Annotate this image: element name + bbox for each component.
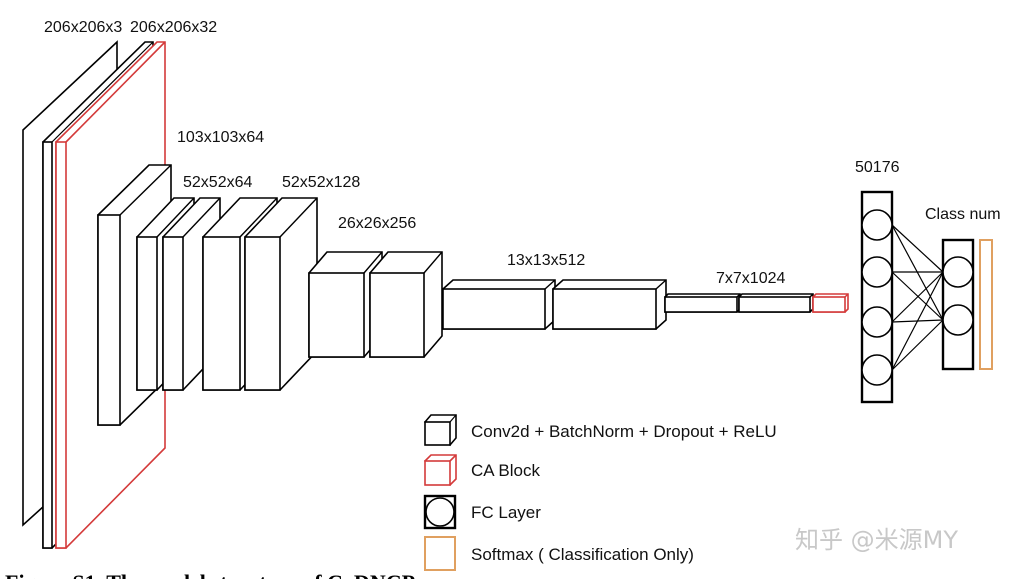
legend-label: FC Layer xyxy=(471,503,541,522)
conv-block xyxy=(664,293,741,313)
label-conv5: 13x13x512 xyxy=(507,252,585,269)
legend-item-fc: FC Layer xyxy=(423,494,541,530)
legend-label: CA Block xyxy=(471,461,540,480)
legend: Conv2d + BatchNorm + Dropout + ReLU CA B… xyxy=(423,414,777,571)
label-ca-block: 206x206x32 xyxy=(130,19,217,36)
fc-layer-output xyxy=(941,238,975,371)
label-fc-input: 50176 xyxy=(855,159,900,176)
label-input: 206x206x3 xyxy=(44,19,122,36)
label-fc-output: Class num xyxy=(925,206,1001,223)
softmax-layer xyxy=(979,239,993,370)
fc-layer-input xyxy=(860,190,894,404)
ca-block xyxy=(812,293,849,313)
legend-item-softmax: Softmax ( Classification Only) xyxy=(424,536,694,571)
label-conv1: 103x103x64 xyxy=(177,129,264,146)
legend-item-ca-block: CA Block xyxy=(423,454,540,487)
fc-connection xyxy=(891,224,944,273)
legend-label: Conv2d + BatchNorm + Dropout + ReLU xyxy=(471,422,777,441)
circle-in-box-icon xyxy=(423,494,457,530)
fc-connection xyxy=(891,319,944,371)
watermark: 知乎 @米源MY xyxy=(795,526,958,554)
cube-icon xyxy=(423,454,457,487)
label-conv4: 26x26x256 xyxy=(338,215,416,232)
fc-connection xyxy=(891,271,944,323)
label-conv6: 7x7x1024 xyxy=(716,270,785,287)
label-conv3: 52x52x128 xyxy=(282,174,360,191)
conv-block xyxy=(244,197,318,391)
fc-connection xyxy=(891,271,944,321)
fc-lines xyxy=(891,224,944,371)
conv-block xyxy=(738,293,814,313)
figure-caption: Figure S1. The model structure of CaDNCP xyxy=(5,570,415,579)
legend-item-conv: Conv2d + BatchNorm + Dropout + ReLU xyxy=(423,414,777,447)
conv-block xyxy=(308,251,383,358)
conv-block xyxy=(369,251,443,358)
legend-label: Softmax ( Classification Only) xyxy=(471,545,694,564)
cube-icon xyxy=(423,414,457,447)
conv-block xyxy=(442,279,556,330)
fc-connection xyxy=(891,271,944,371)
conv-block xyxy=(552,279,667,330)
rectangle-icon xyxy=(424,536,456,571)
label-conv2: 52x52x64 xyxy=(183,174,252,191)
